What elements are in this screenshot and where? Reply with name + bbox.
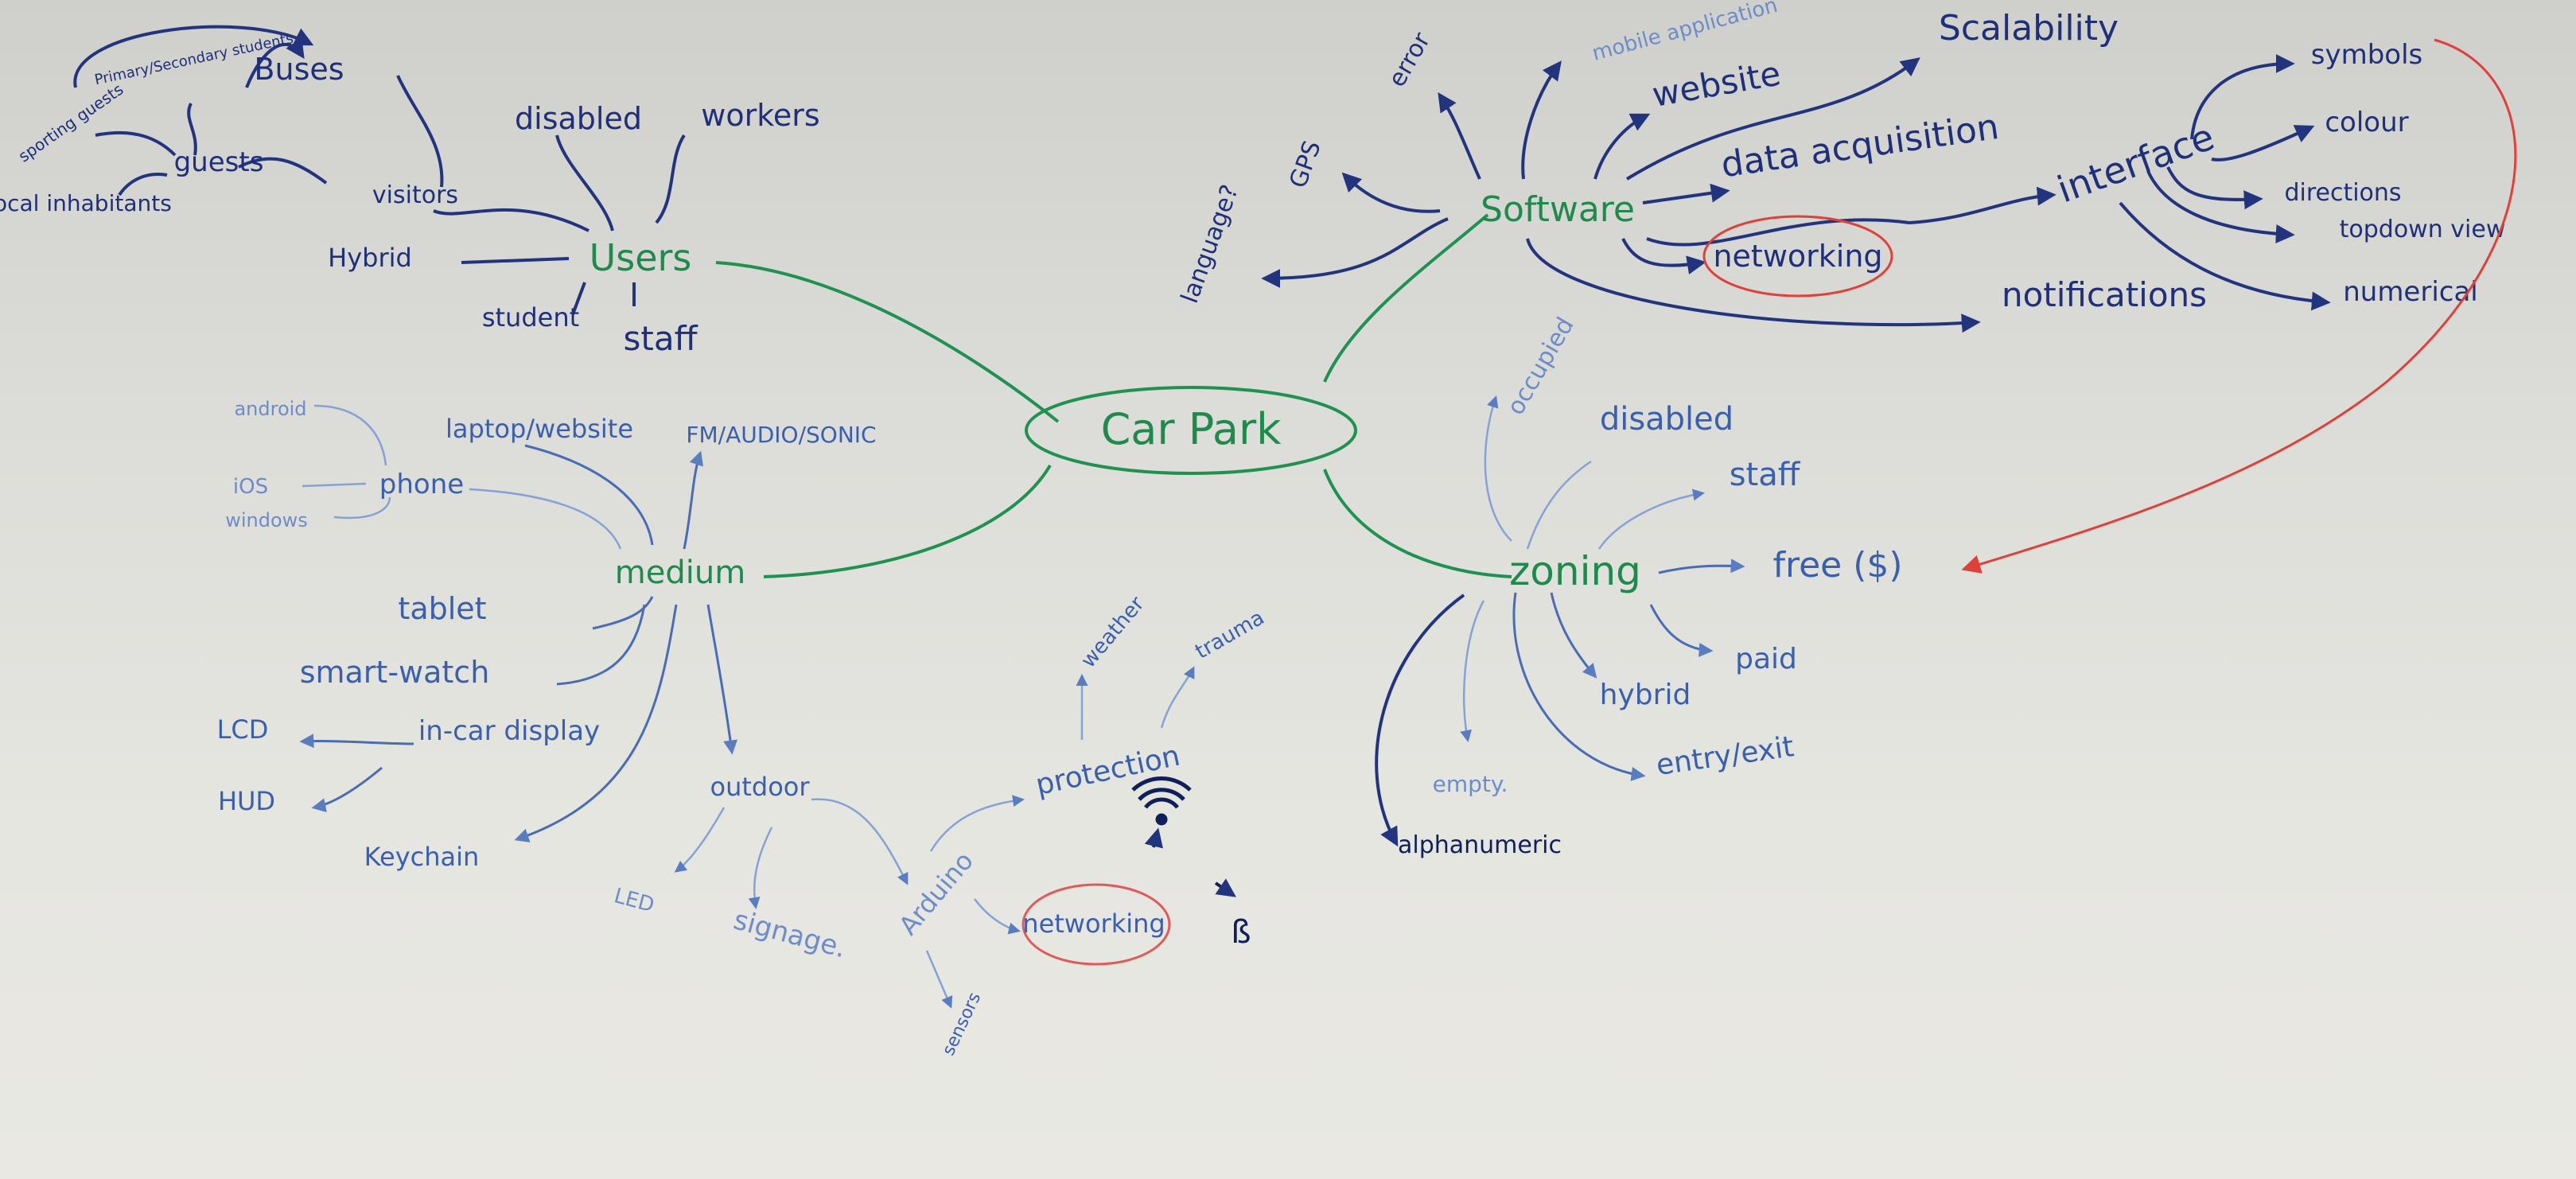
users-branch: Users Buses Primary/Secondary students s…: [0, 25, 820, 358]
node-numerical: numerical: [2343, 276, 2478, 308]
branch-medium: [763, 464, 1052, 578]
node-student: student: [482, 302, 579, 333]
software-branch: Software GPS error mobile application we…: [1176, 0, 2506, 333]
node-local-inhabitants: local inhabitants: [0, 190, 172, 216]
node-keychain: Keychain: [364, 842, 480, 872]
node-staff-zone: staff: [1730, 457, 1801, 493]
center-label: Car Park: [1101, 404, 1282, 454]
node-colour: colour: [2325, 107, 2408, 138]
node-language: language?: [1176, 181, 1244, 307]
node-hybrid-zone: hybrid: [1600, 679, 1691, 711]
users-label: Users: [590, 236, 692, 279]
node-buses: Buses: [254, 52, 344, 87]
node-disabled: disabled: [515, 101, 642, 136]
node-entry-exit: entry/exit: [1654, 730, 1796, 782]
node-sporting-guests: sporting guests: [15, 80, 127, 166]
node-guests: guests: [174, 146, 264, 178]
node-fm-audio-sonic: FM/AUDIO/SONIC: [686, 422, 876, 448]
node-networking-software: networking: [1713, 239, 1882, 274]
zoning-label: zoning: [1509, 548, 1641, 594]
networking-highlight-circle: [1702, 215, 1893, 298]
node-signage: signage.: [730, 904, 850, 964]
node-interface: interface: [2052, 115, 2220, 212]
node-phone: phone: [379, 469, 464, 500]
wifi-icon: [1131, 776, 1192, 826]
node-protection: protection: [1033, 740, 1182, 802]
node-disabled-zone: disabled: [1600, 401, 1734, 438]
medium-label: medium: [615, 554, 745, 591]
node-paid: paid: [1735, 643, 1797, 675]
node-trauma: trauma: [1192, 605, 1269, 663]
node-free: free ($): [1772, 545, 1902, 586]
node-hybrid: Hybrid: [328, 243, 412, 273]
main-branches: [715, 213, 1512, 578]
node-android: android: [234, 398, 306, 420]
node-alphanumeric: alphanumeric: [1398, 831, 1562, 859]
node-staff: staff: [623, 319, 698, 358]
node-tablet: tablet: [398, 591, 486, 626]
node-ios: iOS: [233, 475, 268, 499]
node-error: error: [1383, 27, 1436, 91]
software-label: Software: [1481, 189, 1635, 230]
medium-branch: ß medium android iOS windows phone lapto…: [217, 398, 1269, 1059]
node-website: website: [1649, 53, 1784, 115]
node-data-acquisition: data acquisition: [1718, 107, 2001, 185]
node-gps: GPS: [1284, 137, 1327, 192]
zoning-branch: zoning occupied disabled staff free ($) …: [1375, 313, 1903, 859]
networking-highlight-circle-arduino: [1021, 883, 1171, 966]
branch-users: [715, 261, 1060, 423]
node-occupied: occupied: [1502, 313, 1580, 420]
node-led: LED: [612, 884, 657, 917]
node-lcd: LCD: [217, 714, 269, 745]
node-symbols: symbols: [2311, 39, 2423, 71]
branch-zoning: [1323, 469, 1512, 578]
red-link-arrow: [1961, 38, 2517, 574]
node-notifications: notifications: [2002, 275, 2207, 314]
node-networking-arduino: networking: [1022, 909, 1165, 939]
node-laptop-website: laptop/website: [446, 414, 633, 444]
node-workers: workers: [701, 98, 819, 133]
node-visitors: visitors: [372, 181, 458, 209]
node-smart-watch: smart-watch: [300, 655, 490, 690]
node-scalability: Scalability: [1939, 8, 2119, 49]
node-outdoor: outdoor: [710, 772, 810, 802]
node-mobile-application: mobile application: [1590, 0, 1780, 66]
center-node: Car Park: [1025, 386, 1357, 475]
node-sensors: sensors: [939, 990, 985, 1059]
node-empty: empty.: [1433, 771, 1508, 797]
node-hud: HUD: [218, 786, 275, 816]
node-windows: windows: [225, 509, 308, 531]
node-weather: weather: [1076, 592, 1150, 672]
node-in-car-display: in-car display: [418, 715, 600, 747]
node-directions: directions: [2284, 179, 2401, 207]
node-topdown-view: topdown view: [2340, 216, 2506, 243]
node-arduino: Arduino: [893, 846, 979, 940]
branch-software: [1323, 213, 1489, 383]
bluetooth-icon: ß: [1231, 914, 1251, 951]
